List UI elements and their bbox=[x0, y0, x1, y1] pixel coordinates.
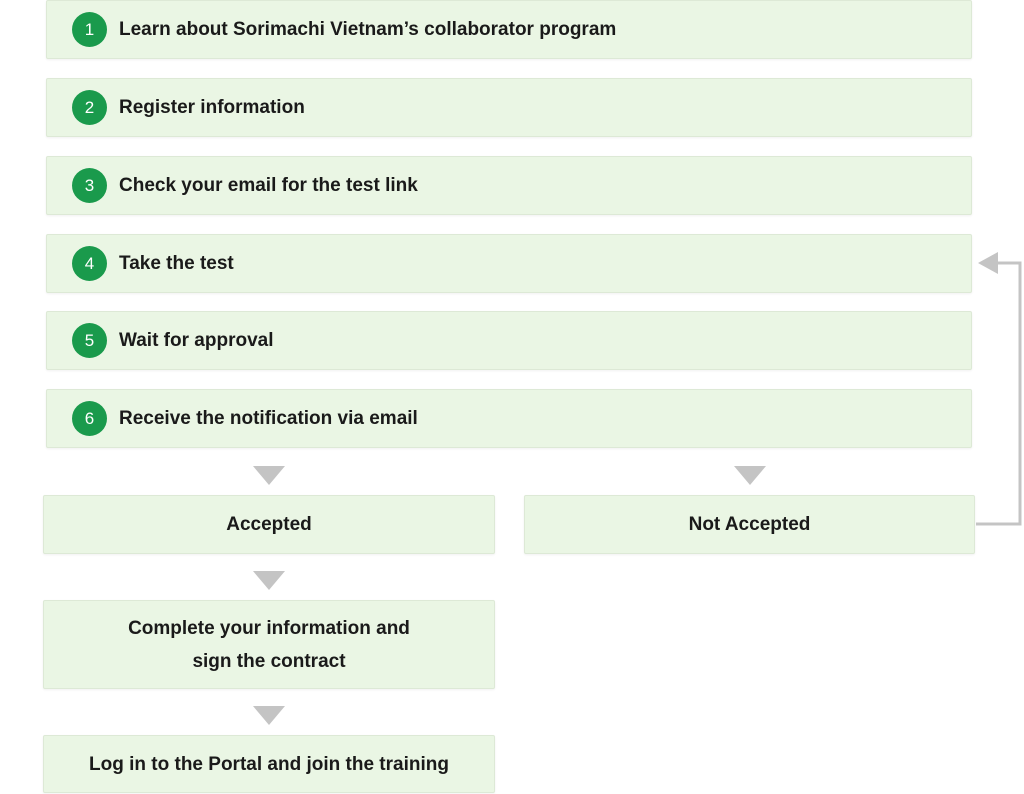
outcome-label: Accepted bbox=[226, 514, 312, 535]
step-label: Wait for approval bbox=[119, 329, 274, 351]
step-complete-information: Complete your information and sign the c… bbox=[43, 600, 495, 689]
step-number-badge: 3 bbox=[72, 168, 107, 203]
step-3: 3 Check your email for the test link bbox=[46, 156, 972, 215]
down-arrow-icon bbox=[253, 466, 285, 485]
step-6: 6 Receive the notification via email bbox=[46, 389, 972, 448]
down-arrow-icon bbox=[734, 466, 766, 485]
step-number-badge: 4 bbox=[72, 246, 107, 281]
outcome-label: Not Accepted bbox=[688, 514, 811, 535]
step-label: Log in to the Portal and join the traini… bbox=[89, 753, 449, 775]
step-number-badge: 1 bbox=[72, 12, 107, 47]
step-2: 2 Register information bbox=[46, 78, 972, 137]
left-arrow-icon bbox=[978, 252, 998, 274]
loop-back-line bbox=[976, 261, 1022, 526]
step-label-line-1: Complete your information and bbox=[128, 617, 410, 639]
down-arrow-icon bbox=[253, 571, 285, 590]
step-number-badge: 6 bbox=[72, 401, 107, 436]
step-label: Learn about Sorimachi Vietnam’s collabor… bbox=[119, 18, 617, 40]
outcome-not-accepted: Not Accepted bbox=[524, 495, 975, 554]
step-label: Complete your information and sign the c… bbox=[128, 612, 410, 678]
step-5: 5 Wait for approval bbox=[46, 311, 972, 370]
down-arrow-icon bbox=[253, 706, 285, 725]
outcome-accepted: Accepted bbox=[43, 495, 495, 554]
step-number-badge: 5 bbox=[72, 323, 107, 358]
step-label: Check your email for the test link bbox=[119, 174, 418, 196]
step-label: Register information bbox=[119, 96, 305, 118]
step-label-line-2: sign the contract bbox=[192, 650, 346, 672]
step-4: 4 Take the test bbox=[46, 234, 972, 293]
step-1: 1 Learn about Sorimachi Vietnam’s collab… bbox=[46, 0, 972, 59]
step-number-badge: 2 bbox=[72, 90, 107, 125]
step-login-portal-training: Log in to the Portal and join the traini… bbox=[43, 735, 495, 793]
step-label: Take the test bbox=[119, 252, 234, 274]
step-label: Receive the notification via email bbox=[119, 407, 418, 429]
